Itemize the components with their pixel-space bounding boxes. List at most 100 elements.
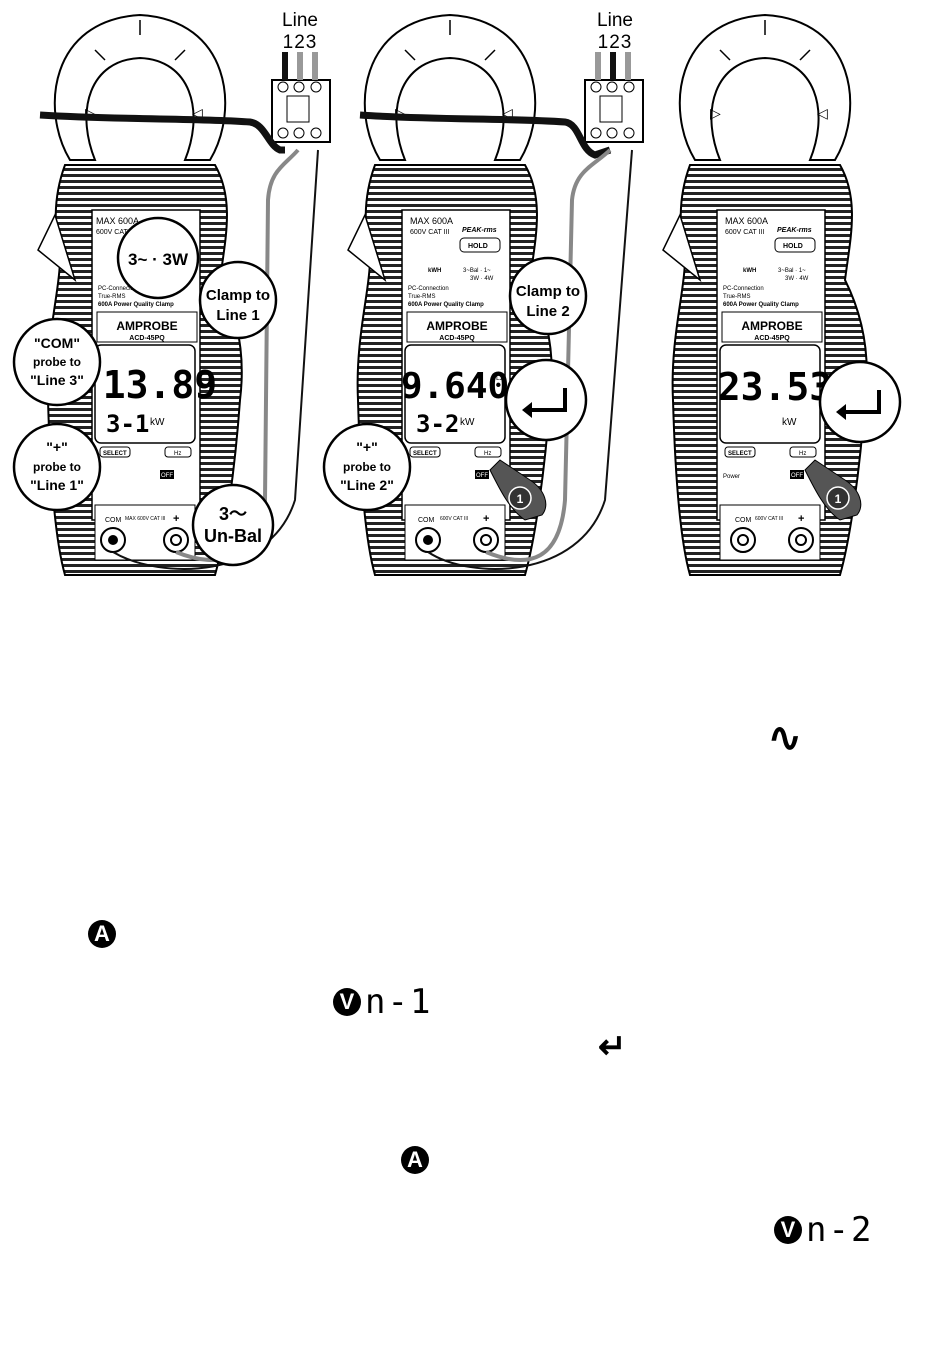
svg-text:▷: ▷ [710, 105, 721, 121]
callout-com-probe: "COM" probe to "Line 3" [12, 317, 102, 407]
svg-text:▷: ▷ [85, 105, 96, 121]
select-button-label: SELECT [103, 451, 127, 457]
svg-text:"Line 3": "Line 3" [30, 372, 84, 388]
power-label: Power [723, 474, 740, 480]
true-rms-text: True-RMS [723, 294, 750, 300]
com-label: COM [105, 517, 122, 524]
line-label: Line [282, 10, 318, 31]
callout-3ph-3w: 3~ · 3W [116, 216, 200, 300]
lcd-unit: kW [460, 417, 475, 428]
lcd-reading: 13.89 [103, 363, 217, 407]
hold-label: HOLD [468, 243, 488, 250]
pressing-finger: 1 [804, 459, 862, 521]
a-circle-letter: A [401, 1146, 429, 1174]
wire-label: 3W · 4W [470, 276, 494, 282]
clamp-jaw [53, 13, 227, 161]
hz-button-label: Hz [484, 451, 491, 457]
brand-panel [96, 311, 198, 343]
pc-connection-text: PC-Connection [408, 286, 449, 292]
finger-number: 1 [835, 492, 842, 506]
v-circle-letter: V [774, 1216, 802, 1244]
jack-rating: 600V CAT III [755, 516, 783, 522]
plus-label: + [173, 513, 179, 525]
meter-2: Line 123 ▷ ◁ MAX 600A 600V CAT III PEAK-… [322, 10, 644, 576]
svg-text:"Line 1": "Line 1" [30, 477, 84, 493]
max-rating: MAX 600A [725, 216, 768, 226]
svg-text:Line 2: Line 2 [526, 303, 569, 320]
callout-plus-probe: "+" probe to "Line 1" [12, 422, 102, 512]
svg-text:probe to: probe to [343, 460, 391, 474]
callout-clamp-line1: Clamp to Line 1 [198, 260, 278, 340]
line-numbers: 123 [598, 32, 633, 53]
select-button-label: SELECT [728, 451, 752, 457]
peak-label: PEAK-rms [777, 227, 812, 234]
off-label: OFF [476, 473, 488, 479]
meter-1: Line 123 ▷ ◁ MAX 600A 600V CAT III PC-Co… [12, 10, 331, 576]
hz-button-label: Hz [799, 451, 806, 457]
lcd-unit: kW [150, 417, 165, 428]
ac-wave-symbol: ∿ [768, 716, 802, 760]
max-rating: MAX 600A [96, 216, 139, 226]
clamp-jaw [363, 13, 537, 161]
wire-label: 3W · 4W [785, 276, 809, 282]
svg-text:3~ · 3W: 3~ · 3W [128, 250, 189, 269]
meter-3: ▷ ◁ MAX 600A 600V CAT III PEAK-rms HOLD … [662, 13, 902, 576]
com-label: COM [418, 517, 435, 524]
bal-label: 3~Bal · 1~ [778, 268, 806, 274]
svg-text:▷: ▷ [395, 105, 406, 121]
max-rating: MAX 600A [410, 216, 453, 226]
svg-text:"COM": "COM" [34, 335, 80, 351]
model-caption: 600A Power Quality Clamp [98, 302, 174, 308]
plus-label: + [483, 513, 489, 525]
brand-logo: AMPROBE [116, 319, 177, 333]
peak-label: PEAK-rms [462, 227, 497, 234]
lcd-reading: 23.53 [718, 365, 832, 409]
enter-arrow-icon: ↵ [598, 1028, 627, 1066]
pc-connection-text: PC-Connection [723, 286, 764, 292]
com-label: COM [735, 517, 752, 524]
svg-text:Un-Bal: Un-Bal [204, 526, 262, 546]
kwh-label: kWH [743, 268, 756, 274]
svg-text:3～: 3～ [219, 504, 247, 524]
a-circle-letter: A [88, 920, 116, 948]
cat-rating: 600V CAT III [725, 229, 764, 236]
v-circle-letter: V [333, 988, 361, 1016]
svg-text:◁: ◁ [192, 105, 203, 121]
a-circle-icon: A [88, 920, 116, 948]
off-label: OFF [791, 473, 803, 479]
svg-text:"+": "+" [46, 439, 67, 455]
lcd-sub-display: 3-1 [106, 410, 149, 438]
a-circle-icon-2: A [401, 1146, 429, 1174]
model-name: ACD-45PQ [439, 335, 475, 342]
lcd-unit: kW [782, 417, 797, 428]
cat-rating: 600V CAT III [96, 229, 135, 236]
model-name: ACD-45PQ [129, 335, 165, 342]
bal-label: 3~Bal · 1~ [463, 268, 491, 274]
enter-key-callout [504, 358, 588, 442]
seg-n2-text: n-2 [806, 1210, 874, 1250]
lcd-display [404, 344, 506, 444]
svg-text:Clamp to: Clamp to [516, 283, 580, 300]
pressing-finger: 1 [489, 459, 547, 521]
seg-n1-text: n-1 [365, 982, 433, 1022]
lcd-side-text: L2 [496, 375, 504, 382]
brand-panel [406, 311, 508, 343]
lcd-reading: 9.640 [401, 366, 509, 407]
svg-text:Line 1: Line 1 [216, 307, 259, 324]
svg-text:"Line 2": "Line 2" [340, 477, 394, 493]
brand-logo: AMPROBE [426, 319, 487, 333]
svg-text:◁: ◁ [502, 105, 513, 121]
brand-logo: AMPROBE [741, 319, 802, 333]
lcd-display [94, 344, 196, 444]
svg-text:probe to: probe to [33, 355, 81, 369]
line-label: Line [597, 10, 633, 31]
kwh-label: kWH [428, 268, 441, 274]
callout-clamp-line2: Clamp to Line 2 [508, 256, 588, 336]
model-name: ACD-45PQ [754, 335, 790, 342]
svg-text:Clamp to: Clamp to [206, 287, 270, 304]
model-caption: 600A Power Quality Clamp [723, 302, 799, 308]
line-numbers: 123 [283, 32, 318, 53]
svg-text:"+": "+" [356, 439, 377, 455]
